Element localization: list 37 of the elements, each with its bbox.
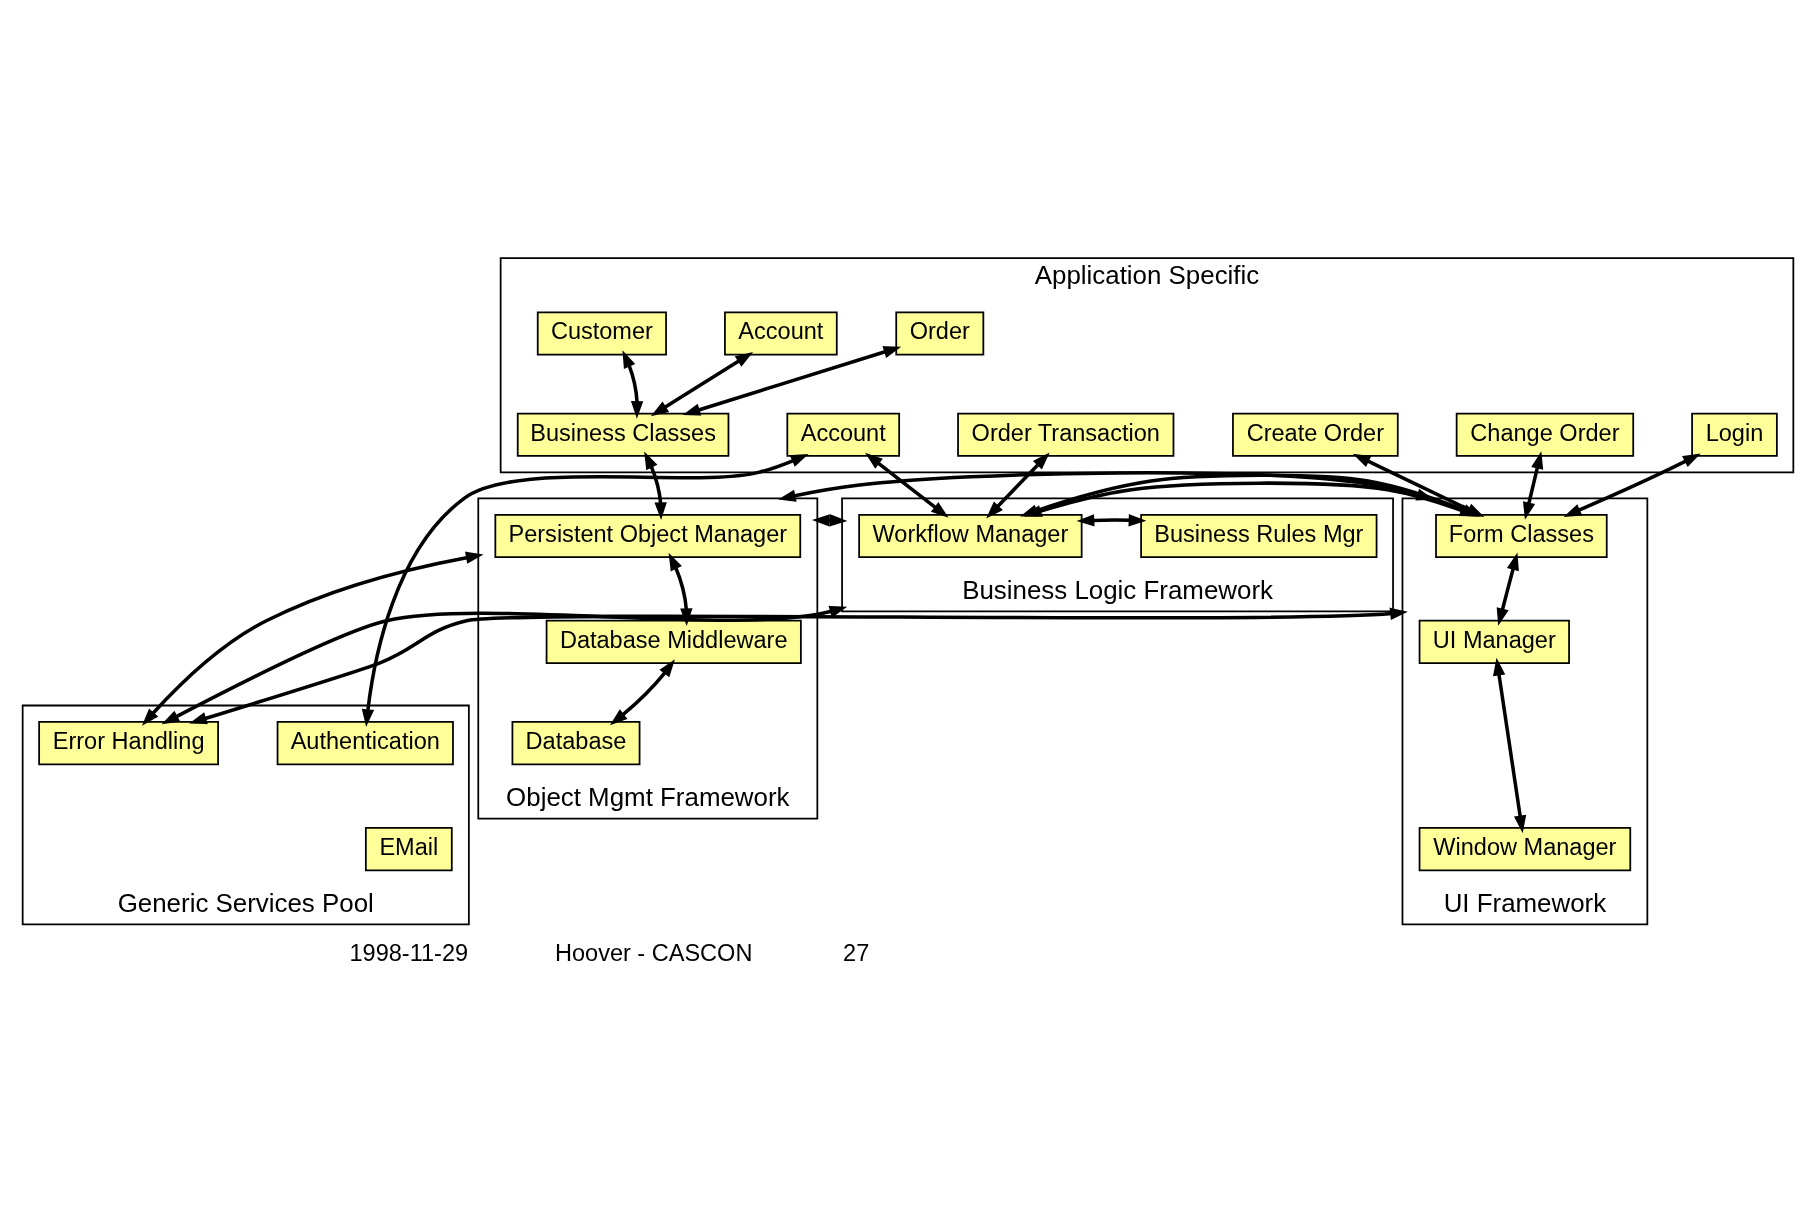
node-box: Order bbox=[895, 311, 985, 356]
node-box: Persistent Object Manager bbox=[494, 513, 802, 559]
node-box: EMail bbox=[364, 827, 453, 872]
arrow bbox=[609, 659, 675, 726]
arrow bbox=[650, 352, 754, 417]
node-box: Database Middleware bbox=[545, 619, 802, 664]
node-box: Create Order bbox=[1232, 412, 1399, 457]
arrow bbox=[622, 350, 644, 419]
node-box: Business Classes bbox=[516, 412, 730, 457]
node-box: Login bbox=[1691, 412, 1778, 457]
arrow bbox=[682, 346, 902, 416]
arrow bbox=[1496, 552, 1519, 626]
arrow bbox=[1076, 514, 1147, 527]
label: 1998-11-29 bbox=[349, 939, 469, 966]
label: Hoover - CASCON bbox=[554, 939, 753, 966]
node-box: Account bbox=[786, 412, 901, 457]
node-box: Window Manager bbox=[1418, 827, 1632, 872]
arrow bbox=[644, 451, 667, 520]
node-box: Database bbox=[511, 721, 641, 766]
arrow bbox=[141, 551, 484, 726]
node-box: Account bbox=[724, 311, 838, 356]
arrow bbox=[865, 452, 949, 518]
label: 27 bbox=[843, 939, 870, 966]
node-box: Error Handling bbox=[38, 721, 219, 766]
arrow bbox=[1563, 453, 1701, 517]
arrow bbox=[812, 514, 848, 527]
node-box: Customer bbox=[536, 311, 667, 356]
node-box: Form Classes bbox=[1435, 513, 1608, 559]
node-box: UI Manager bbox=[1418, 619, 1570, 664]
arrow bbox=[1523, 451, 1544, 520]
node-box: Change Order bbox=[1455, 412, 1635, 457]
arrow bbox=[361, 453, 809, 728]
node-box: Authentication bbox=[276, 721, 454, 766]
node-box: Workflow Manager bbox=[858, 513, 1083, 559]
arrow bbox=[1493, 657, 1527, 834]
node-box: Order Transaction bbox=[957, 412, 1175, 457]
node-box: Business Rules Mgr bbox=[1140, 513, 1378, 559]
